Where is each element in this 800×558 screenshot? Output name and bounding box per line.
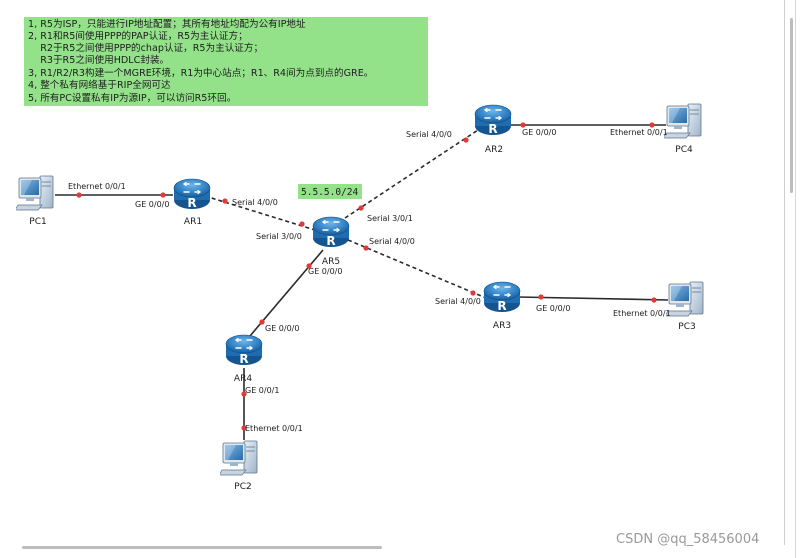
- link-ar5-ar3[interactable]: [347, 239, 487, 299]
- port-label-ar5-s301: Serial 3/0/1: [367, 214, 413, 223]
- network-tag: 5.5.5.0/24: [298, 184, 362, 199]
- device-ar3[interactable]: [483, 281, 521, 313]
- horizontal-scrollbar[interactable]: [22, 546, 382, 549]
- note-line-5: 3, R1/R2/R3构建一个MGRE环境，R1为中心站点；R1、R4间为点到点…: [28, 67, 373, 79]
- vertical-scrollbar[interactable]: [790, 18, 793, 193]
- port-dot-pc2: [241, 425, 247, 431]
- device-label-pc3: PC3: [678, 322, 695, 332]
- device-ar1[interactable]: [173, 178, 211, 210]
- device-label-pc4: PC4: [675, 145, 693, 155]
- note-line-1: 1, R5为ISP，只能进行IP地址配置；其所有地址均配为公有IP地址: [28, 18, 306, 30]
- port-dot-ar5-s400: [363, 245, 369, 251]
- pc-icon: [220, 440, 258, 476]
- network-tag-label: 5.5.5.0/24: [301, 187, 358, 198]
- port-label-ar3-ge: GE 0/0/0: [536, 304, 570, 313]
- pc-icon: [666, 281, 704, 317]
- device-pc3[interactable]: [665, 281, 704, 317]
- device-pc1[interactable]: [15, 175, 54, 211]
- port-label-ar3-s: Serial 4/0/0: [435, 297, 481, 306]
- device-ar5[interactable]: [312, 216, 350, 248]
- port-label-pc4-eth: Ethernet 0/0/1: [610, 128, 668, 137]
- note-line-3: R2于R5之间使用PPP的chap认证，R5为主认证方；: [28, 42, 263, 54]
- port-label-ar4-ge1: GE 0/0/1: [245, 386, 279, 395]
- device-label-ar1: AR1: [184, 217, 202, 227]
- port-label-ar2-ge: GE 0/0/0: [522, 128, 556, 137]
- device-label-ar3: AR3: [493, 321, 511, 331]
- port-dot-ar2-ge: [520, 122, 526, 128]
- device-label-ar5: AR5: [322, 257, 340, 267]
- port-dot-ar4-ge0: [259, 319, 265, 325]
- port-label-ar5-s300: Serial 3/0/0: [256, 232, 302, 241]
- router-icon: [225, 334, 263, 366]
- watermark: CSDN @qq_58456004: [616, 532, 760, 547]
- router-icon: [483, 281, 521, 313]
- port-label-ar1-s: Serial 4/0/0: [232, 198, 278, 207]
- device-ar2[interactable]: [474, 104, 512, 136]
- port-dot-ar5-ge: [306, 263, 312, 269]
- port-label-ar1-ge: GE 0/0/0: [135, 200, 169, 209]
- canvas-border: [784, 0, 785, 545]
- port-label-ar5-s400: Serial 4/0/0: [369, 237, 415, 246]
- note-line-2: 2, R1和R5间使用PPP的PAP认证，R5为主认证方；: [28, 30, 248, 42]
- pc-icon: [16, 175, 54, 211]
- port-dot-ar5-s300: [299, 221, 305, 227]
- notes-box: [24, 17, 428, 106]
- router-icon: [474, 104, 512, 136]
- device-pc4[interactable]: [663, 103, 702, 139]
- device-pc2[interactable]: [219, 440, 258, 476]
- port-label-pc2-eth: Ethernet 0/0/1: [245, 424, 303, 433]
- port-dot-ar1-ge: [160, 192, 166, 198]
- port-dot-ar3-ge: [538, 294, 544, 300]
- device-label-pc2: PC2: [234, 482, 251, 492]
- port-label-ar4-ge0: GE 0/0/0: [265, 324, 299, 333]
- network-tag-bg: [298, 184, 362, 199]
- note-line-4: R3于R5之间使用HDLC封装。: [28, 54, 169, 66]
- port-label-pc3-eth: Ethernet 0/0/1: [613, 309, 671, 318]
- port-label-pc1-eth: Ethernet 0/0/1: [68, 182, 126, 191]
- pc-icon: [664, 103, 702, 139]
- port-label-ar2-s: Serial 4/0/0: [406, 130, 452, 139]
- device-label-pc1: PC1: [29, 217, 46, 227]
- port-dot-ar2-s: [463, 137, 469, 143]
- device-label-ar4: AR4: [234, 374, 252, 384]
- port-dot-pc3: [651, 297, 657, 303]
- port-dot-ar3-s: [470, 290, 476, 296]
- window-border: [795, 0, 796, 558]
- port-dot-pc4: [649, 122, 655, 128]
- note-line-6: 4, 整个私有网络基于RIP全网可达: [28, 79, 171, 91]
- notes-panel: 1, R5为ISP，只能进行IP地址配置；其所有地址均配为公有IP地址 2, R…: [24, 17, 428, 106]
- port-dot-ar4-ge1: [241, 391, 247, 397]
- device-ar4[interactable]: [225, 334, 263, 366]
- device-label-ar2: AR2: [485, 145, 503, 155]
- link-ar5-ar2[interactable]: [344, 129, 479, 219]
- note-line-7: 5, 所有PC设置私有IP为源IP，可以访问R5环回。: [28, 92, 236, 104]
- port-dot-ar1-s: [222, 198, 228, 204]
- router-icon: [173, 178, 211, 210]
- port-label-ar5-ge: GE 0/0/0: [308, 267, 342, 276]
- port-dot-pc1: [76, 192, 82, 198]
- router-icon: [312, 216, 350, 248]
- link-ar1-ar5[interactable]: [204, 195, 316, 231]
- port-dot-ar5-s301: [358, 205, 364, 211]
